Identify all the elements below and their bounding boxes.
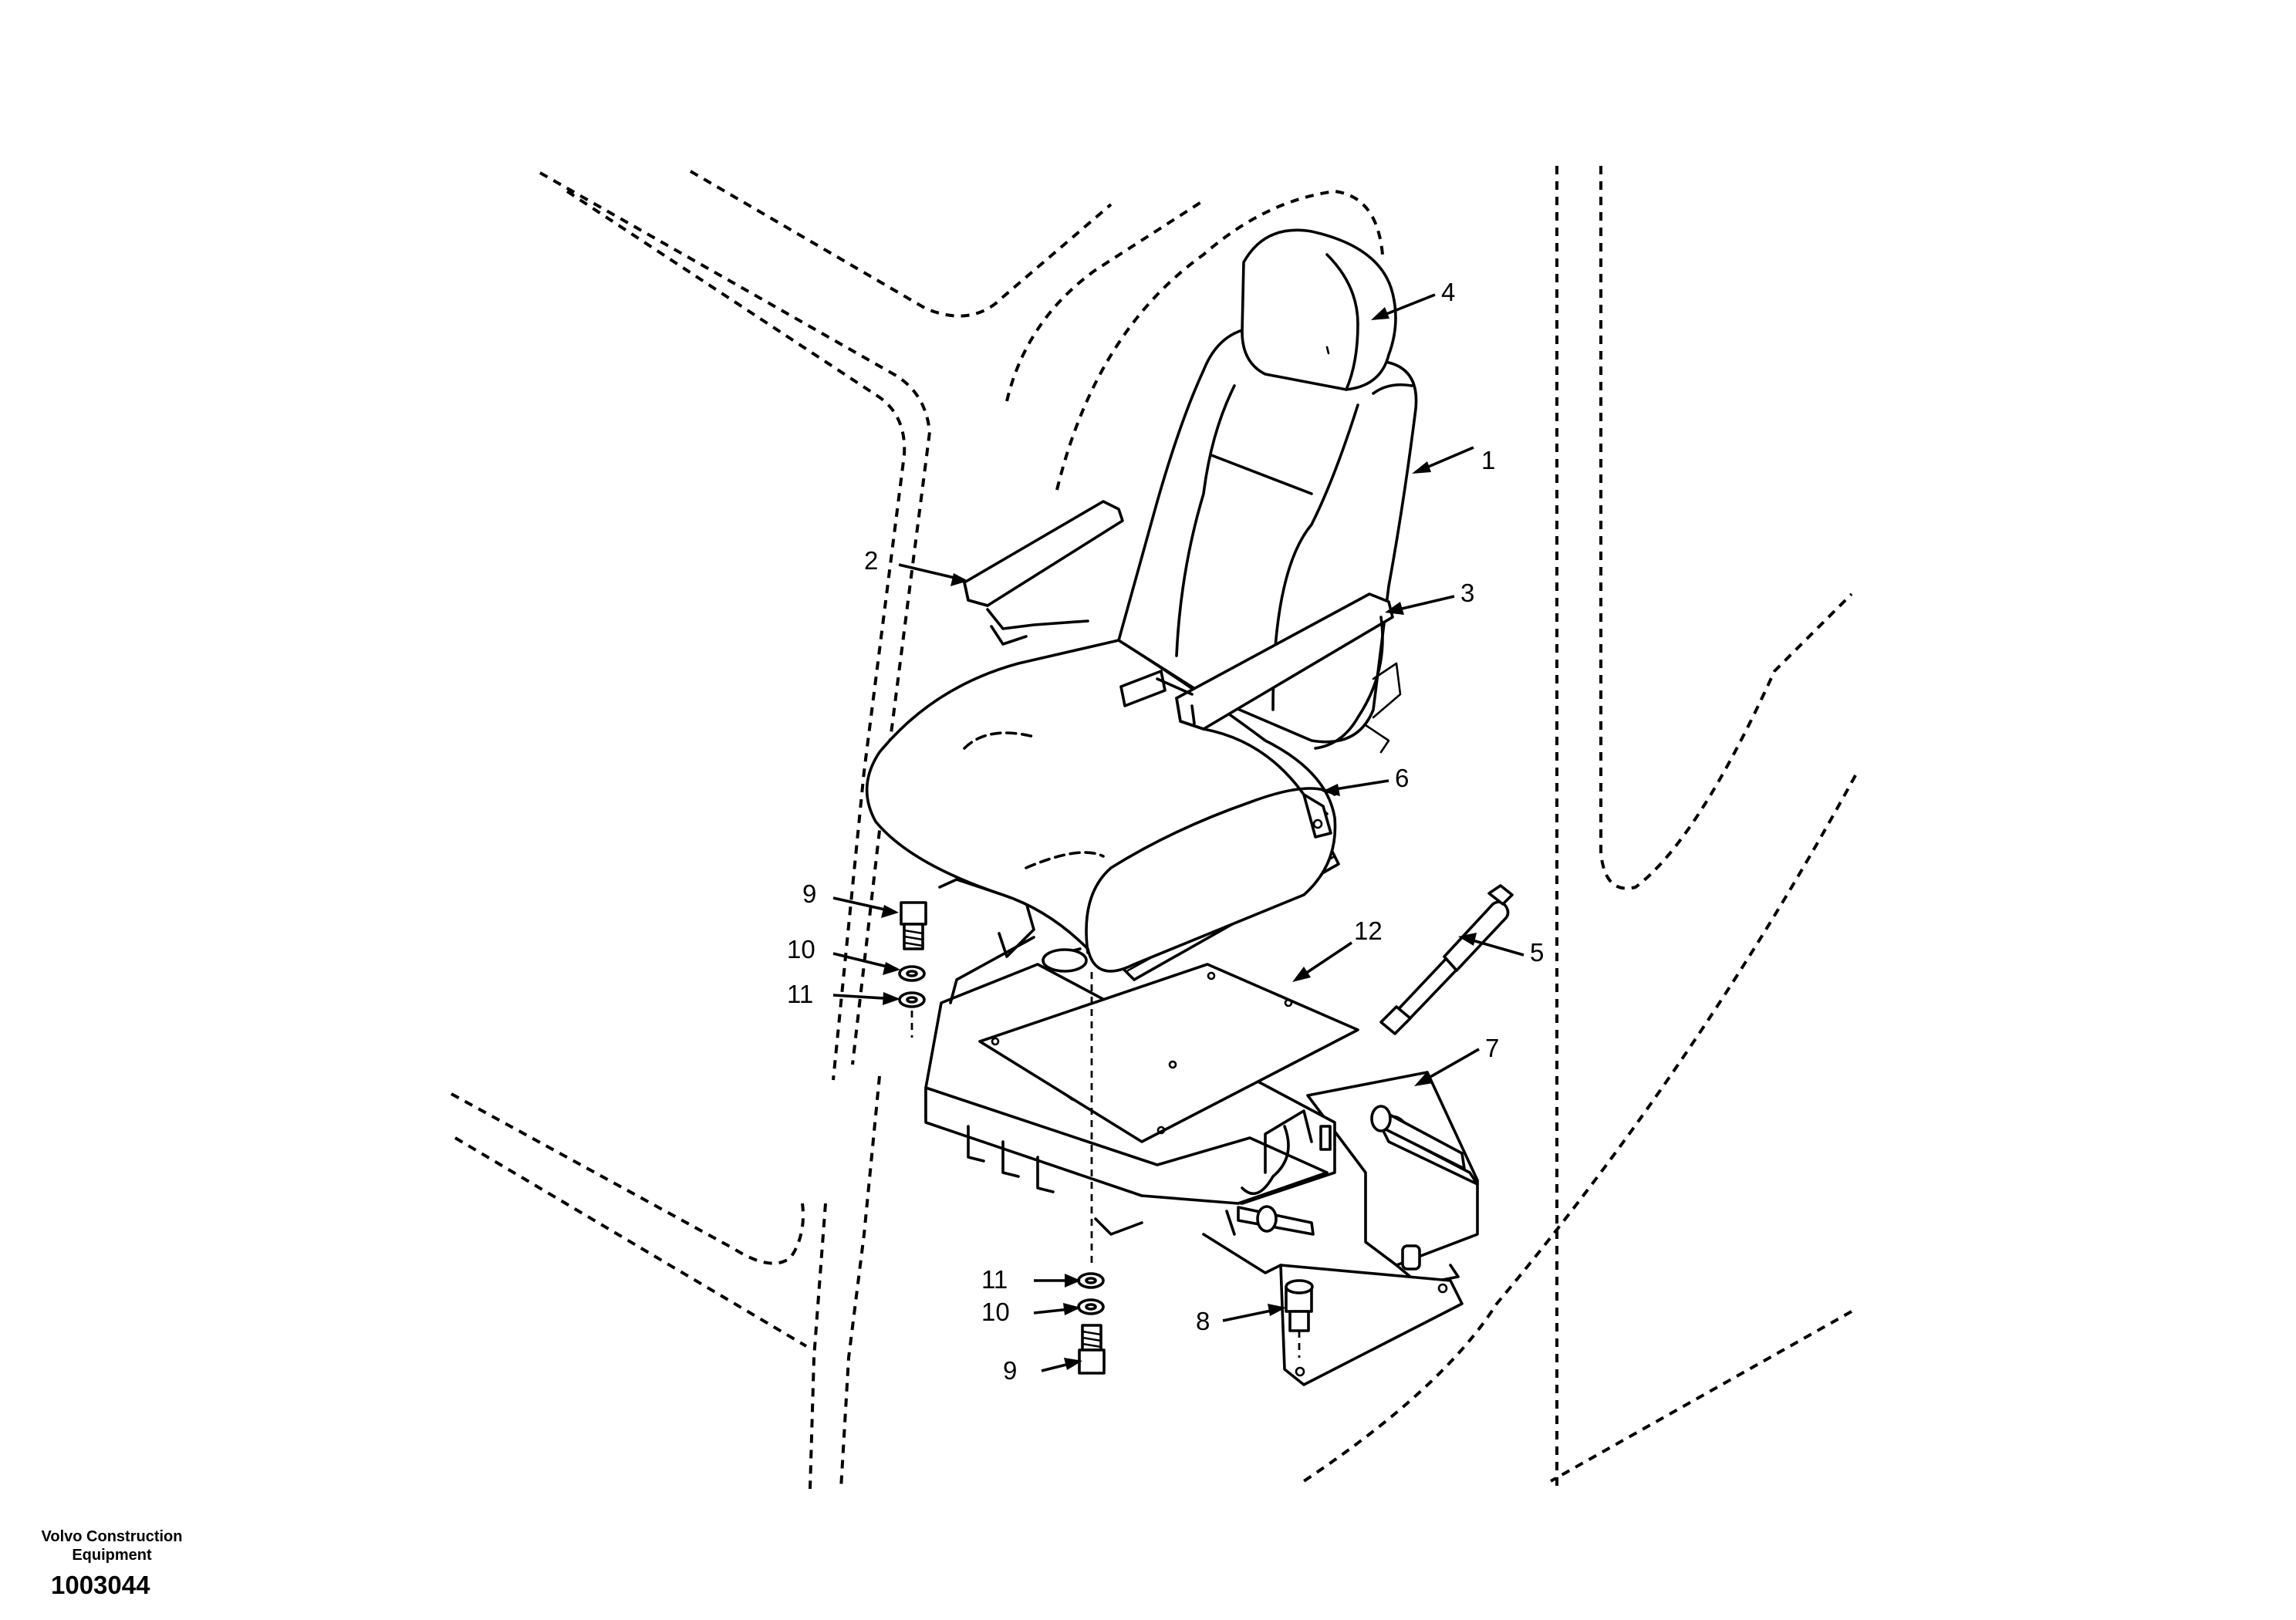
washers-bottom	[1077, 1272, 1105, 1315]
brand-block: Volvo Construction Equipment	[23, 1527, 201, 1564]
bolt-8	[1285, 1279, 1314, 1358]
console-bracket	[1279, 1071, 1479, 1386]
callout-6: 6	[1322, 764, 1409, 796]
callouts: 1 2 3 4 5 6 7	[787, 278, 1544, 1385]
callout-1: 1	[1412, 446, 1495, 474]
bolt-bottom	[1078, 1324, 1106, 1375]
callout-8: 8	[1196, 1304, 1286, 1335]
drawing-number: 1003044	[51, 1571, 150, 1599]
adjustment-rods	[1237, 1105, 1466, 1236]
seat-cushion	[865, 639, 1337, 973]
headrest	[1241, 228, 1397, 391]
callout-3: 3	[1385, 579, 1474, 615]
seat-belt	[1119, 670, 1332, 839]
callout-label-9-bottom: 9	[1003, 1356, 1017, 1385]
callout-label-11-top: 11	[787, 980, 813, 1008]
callout-label-10-top: 10	[787, 935, 815, 964]
armrest-right	[1175, 592, 1402, 754]
bolt-top	[900, 901, 927, 950]
callout-label-6: 6	[1395, 764, 1409, 792]
callout-9-bottom: 9	[1003, 1356, 1082, 1385]
callout-label-12: 12	[1354, 916, 1383, 945]
callout-label-11-bottom: 11	[981, 1265, 1008, 1294]
callout-10-bottom: 10	[981, 1298, 1081, 1326]
callout-label-5: 5	[1530, 938, 1544, 967]
washers-top	[898, 965, 926, 1038]
seat-assembly	[865, 228, 1514, 1386]
callout-12: 12	[1292, 916, 1383, 982]
mounting-plate	[978, 963, 1359, 1143]
callout-label-10-bottom: 10	[981, 1298, 1010, 1326]
callout-label-8: 8	[1196, 1307, 1210, 1335]
callout-10-top: 10	[787, 935, 900, 975]
callout-9-top: 9	[802, 879, 899, 918]
callout-7: 7	[1414, 1034, 1499, 1086]
callout-5: 5	[1458, 933, 1544, 967]
armrest-left	[963, 500, 1124, 646]
gas-spring	[1379, 884, 1514, 1035]
callout-11-bottom: 11	[981, 1265, 1081, 1294]
callout-label-1: 1	[1481, 446, 1495, 474]
callout-11-top: 11	[787, 980, 900, 1008]
callout-label-3: 3	[1460, 579, 1474, 607]
callout-4: 4	[1371, 278, 1455, 320]
callout-label-7: 7	[1485, 1034, 1499, 1062]
callout-label-2: 2	[864, 546, 878, 575]
brand-line-1: Volvo Construction	[41, 1528, 183, 1545]
brand-line-2: Equipment	[72, 1547, 152, 1564]
callout-2: 2	[864, 546, 968, 586]
callout-label-9-top: 9	[802, 879, 816, 908]
callout-label-4: 4	[1441, 278, 1455, 306]
cab-outline	[451, 166, 1857, 1490]
